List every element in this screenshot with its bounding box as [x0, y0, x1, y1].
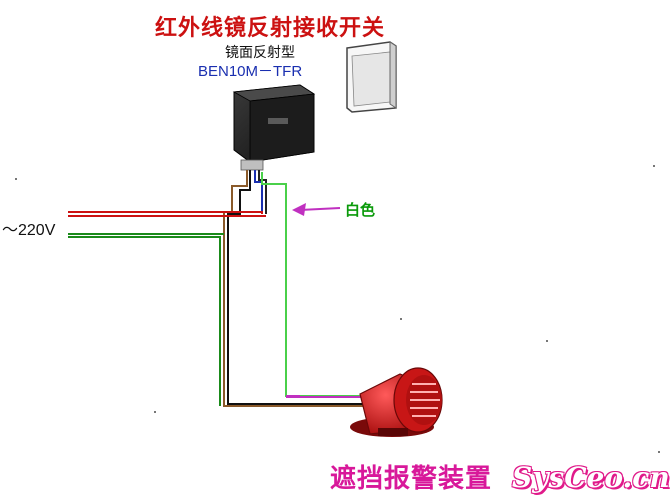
- background-dots: [15, 165, 660, 453]
- watermark: SysCeo.cn: [512, 461, 670, 494]
- diagram-title: 红外线镜反射接收开关: [155, 15, 386, 41]
- sensor-icon: [232, 84, 316, 171]
- white-wire-label: 白色: [345, 201, 376, 219]
- voltage-label: ～220V: [2, 222, 56, 239]
- sensor-type-label: 镜面反射型: [225, 44, 295, 60]
- wiring: [68, 170, 370, 407]
- siren-icon: [350, 367, 443, 437]
- alarm-label: 遮挡报警装置: [330, 464, 493, 494]
- reflector-icon: [346, 41, 397, 113]
- model-label: BEN10M－TFR: [198, 63, 303, 80]
- white-wire-arrow: [292, 203, 341, 216]
